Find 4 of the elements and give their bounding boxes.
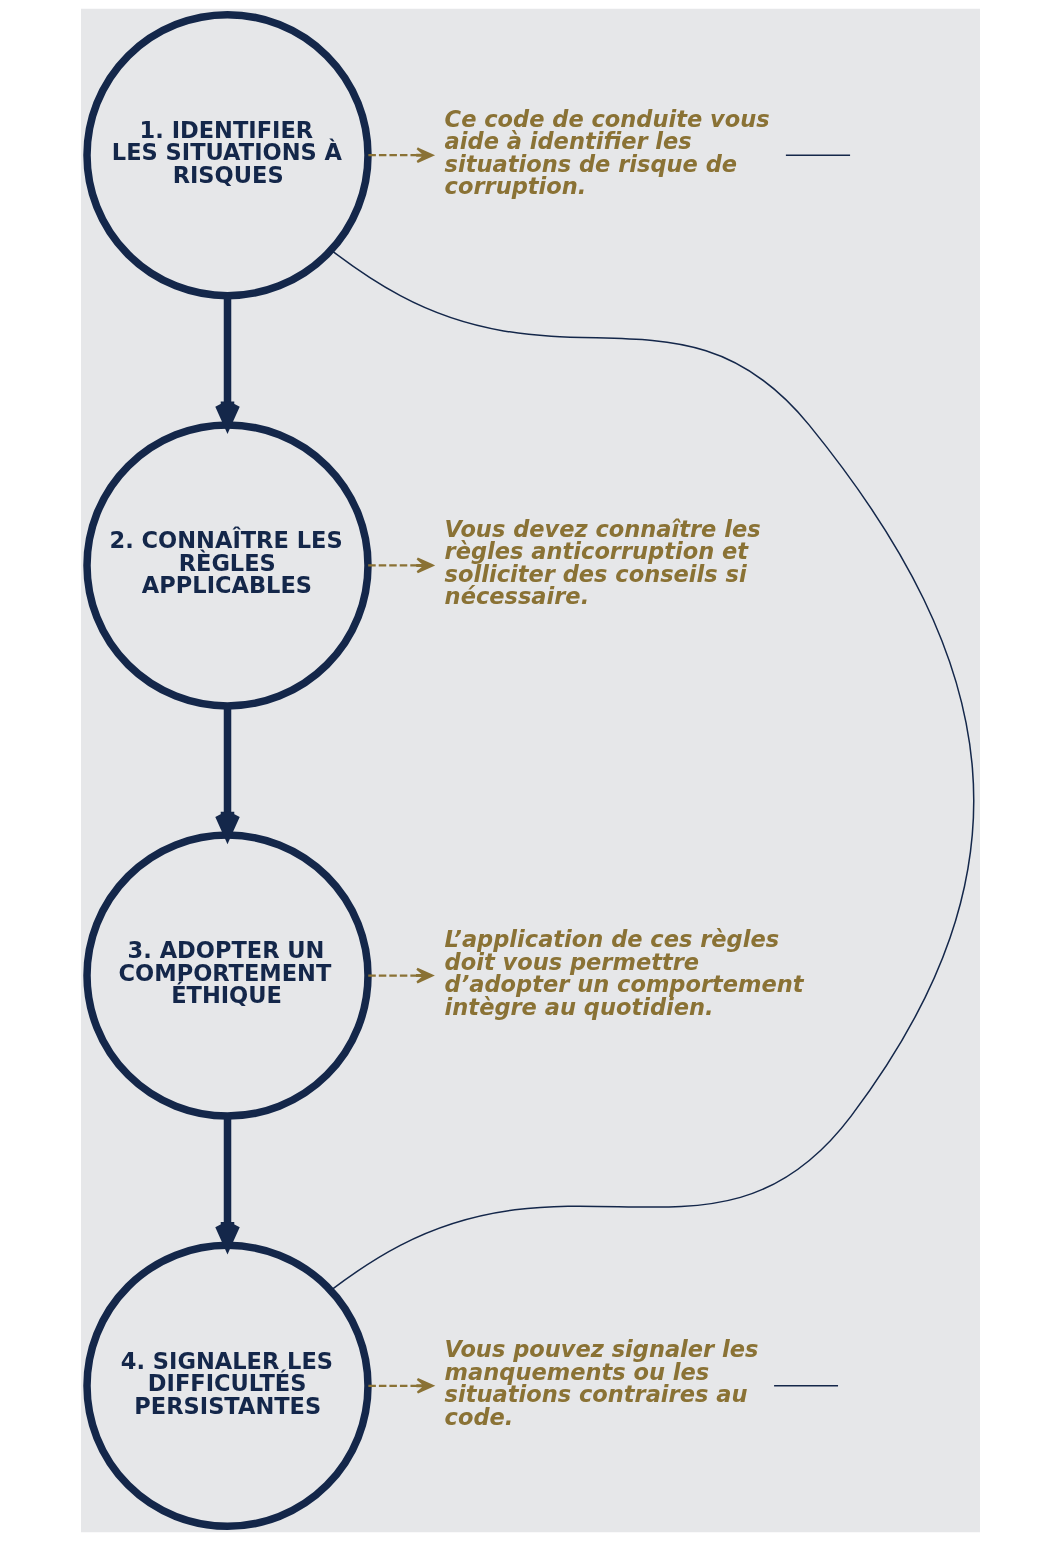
node-text: Vous pouvez signaler les manquements ou les situations contraires au code. <box>444 1336 759 1430</box>
node-text: Vous devez connaître les règles anticorruption et solliciter des conseils si nécessaire. <box>444 515 761 610</box>
node-text: L’application de ces règles doit vous permettre d’adopter un comportement intègre au quotidien. <box>444 926 804 1020</box>
node-text: Ce code de conduite vous aide à identifier les situations de risque de corruption. <box>444 105 770 200</box>
